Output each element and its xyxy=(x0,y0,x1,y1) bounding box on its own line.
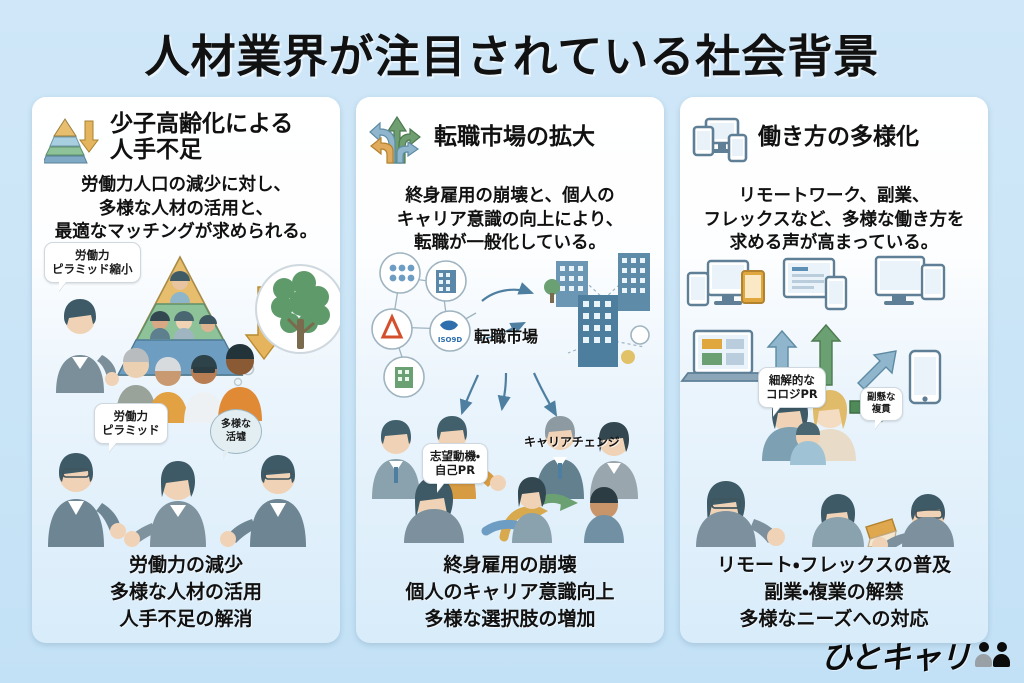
callout-motivation-pr: 志望動機・ 自己PR xyxy=(422,443,488,484)
two-people-icon xyxy=(975,642,1010,667)
callout-side-work: 副懸な 複貫 xyxy=(860,387,903,421)
brand-logo[interactable]: ひとキャリ xyxy=(821,632,1010,677)
pyramid-declining-icon xyxy=(42,109,102,167)
card2-lead-line3: 転職が一般化している。 xyxy=(414,233,606,254)
card-work-style-diversity[interactable]: 働き方の多様化 リモートワーク、副業、 フレックスなど、多様な働き方を 求める声… xyxy=(680,97,988,643)
callout-diverse-field: 多様な 活墟 xyxy=(210,409,262,460)
card3-lead-line1: リモートワーク、副業、 xyxy=(738,186,930,206)
page-title: 人材業界が注目されている社会背景 xyxy=(144,30,880,83)
card3-illustration-svg xyxy=(680,255,954,553)
card1-footer-line2: 多様な人材の活用 xyxy=(109,581,262,604)
card3-footer-line1: リモート・フレックスの普及 xyxy=(717,554,951,577)
card3-header: 働き方の多様化 xyxy=(680,97,988,169)
callout-labor-pyramid: 労働力 ピラミッド xyxy=(94,403,168,444)
card1-illustration: 労働力 ピラミッド縮小 労働力 ピラミッド 多様な 活墟 xyxy=(32,242,340,547)
card3-illustration: 細解的な コロジPR 副懸な 複貫 xyxy=(680,247,988,553)
card1-footer-line3: 人手不足の解消 xyxy=(119,608,253,631)
multi-device-icon xyxy=(692,109,750,167)
card3-title: 働き方の多様化 xyxy=(758,124,919,151)
card1-header: 少子高齢化による 人手不足 xyxy=(32,97,340,169)
card3-lead-line3: 求める声が高まっている。 xyxy=(729,233,939,254)
card2-title: 転職市場の拡大 xyxy=(434,124,595,151)
card1-footer: 労働力の減少 多様な人材の活用 人手不足の解消 xyxy=(32,552,340,633)
cards-row: 少子高齢化による 人手不足 労働力人口の減少に対し、 多様な人材の活用と、 最適… xyxy=(32,97,992,643)
card3-footer-line2: 副業・複業の解禁 xyxy=(764,581,904,604)
card-aging-society[interactable]: 少子高齢化による 人手不足 労働力人口の減少に対し、 多様な人材の活用と、 最適… xyxy=(32,97,340,643)
brand-logo-text: ひとキャリ xyxy=(820,640,971,676)
card2-illustration: ISO9D xyxy=(356,243,664,543)
card2-lead-line1: 終身雇用の崩壊と、個人の xyxy=(405,186,615,206)
callout-detail-pr: 細解的な コロジPR xyxy=(758,367,826,408)
card3-footer: リモート・フレックスの普及 副業・複業の解禁 多様なニーズへの対応 xyxy=(680,552,988,633)
card2-footer-line3: 多様な選択肢の増加 xyxy=(424,608,596,631)
card2-lead-line2: キャリア意識の向上により、 xyxy=(396,209,624,230)
card1-lead-line2: 多様な人材の活用と、 xyxy=(98,198,274,219)
card2-center-label: 転職市場 xyxy=(474,327,539,346)
card1-title-line2: 人手不足 xyxy=(110,137,202,163)
callout-pyramid-shrink: 労働力 ピラミッド縮小 xyxy=(44,242,141,283)
svg-text:ISO9D: ISO9D xyxy=(438,336,462,344)
card-job-change-market[interactable]: 転職市場の拡大 終身雇用の崩壊と、個人の キャリア意識の向上により、 転職が一般… xyxy=(356,97,664,643)
card2-header: 転職市場の拡大 xyxy=(356,97,664,169)
card2-illustration-svg: ISO9D xyxy=(371,252,650,543)
card1-title-line1: 少子高齢化による xyxy=(110,111,294,138)
card2-title-line1: 転職市場の拡大 xyxy=(434,124,595,151)
card3-title-line1: 働き方の多様化 xyxy=(758,124,919,151)
card1-lead-line3: 最適なマッチングが求められる。 xyxy=(54,222,318,243)
card3-footer-line3: 多様なニーズへの対応 xyxy=(739,608,929,631)
card3-lead: リモートワーク、副業、 フレックスなど、多様な働き方を 求める声が高まっている。 xyxy=(686,185,982,256)
card2-footer-line1: 終身雇用の崩壊 xyxy=(443,554,577,577)
card1-title: 少子高齢化による 人手不足 xyxy=(110,111,294,164)
card2-lead: 終身雇用の崩壊と、個人の キャリア意識の向上により、 転職が一般化している。 xyxy=(362,185,658,256)
card2-footer-line2: 個人のキャリア意識向上 xyxy=(405,581,615,604)
card1-lead-line1: 労働力人口の減少に対し、 xyxy=(81,175,291,195)
branching-arrows-icon xyxy=(368,109,426,167)
card1-lead: 労働力人口の減少に対し、 多様な人材の活用と、 最適なマッチングが求められる。 xyxy=(38,174,334,245)
card1-footer-line1: 労働力の減少 xyxy=(128,554,243,577)
card1-illustration-svg xyxy=(48,255,340,547)
card2-footer: 終身雇用の崩壊 個人のキャリア意識向上 多様な選択肢の増加 xyxy=(356,552,664,633)
card3-lead-line2: フレックスなど、多様な働き方を xyxy=(703,209,965,230)
label-career-change: キャリアチェンジ xyxy=(524,435,620,449)
